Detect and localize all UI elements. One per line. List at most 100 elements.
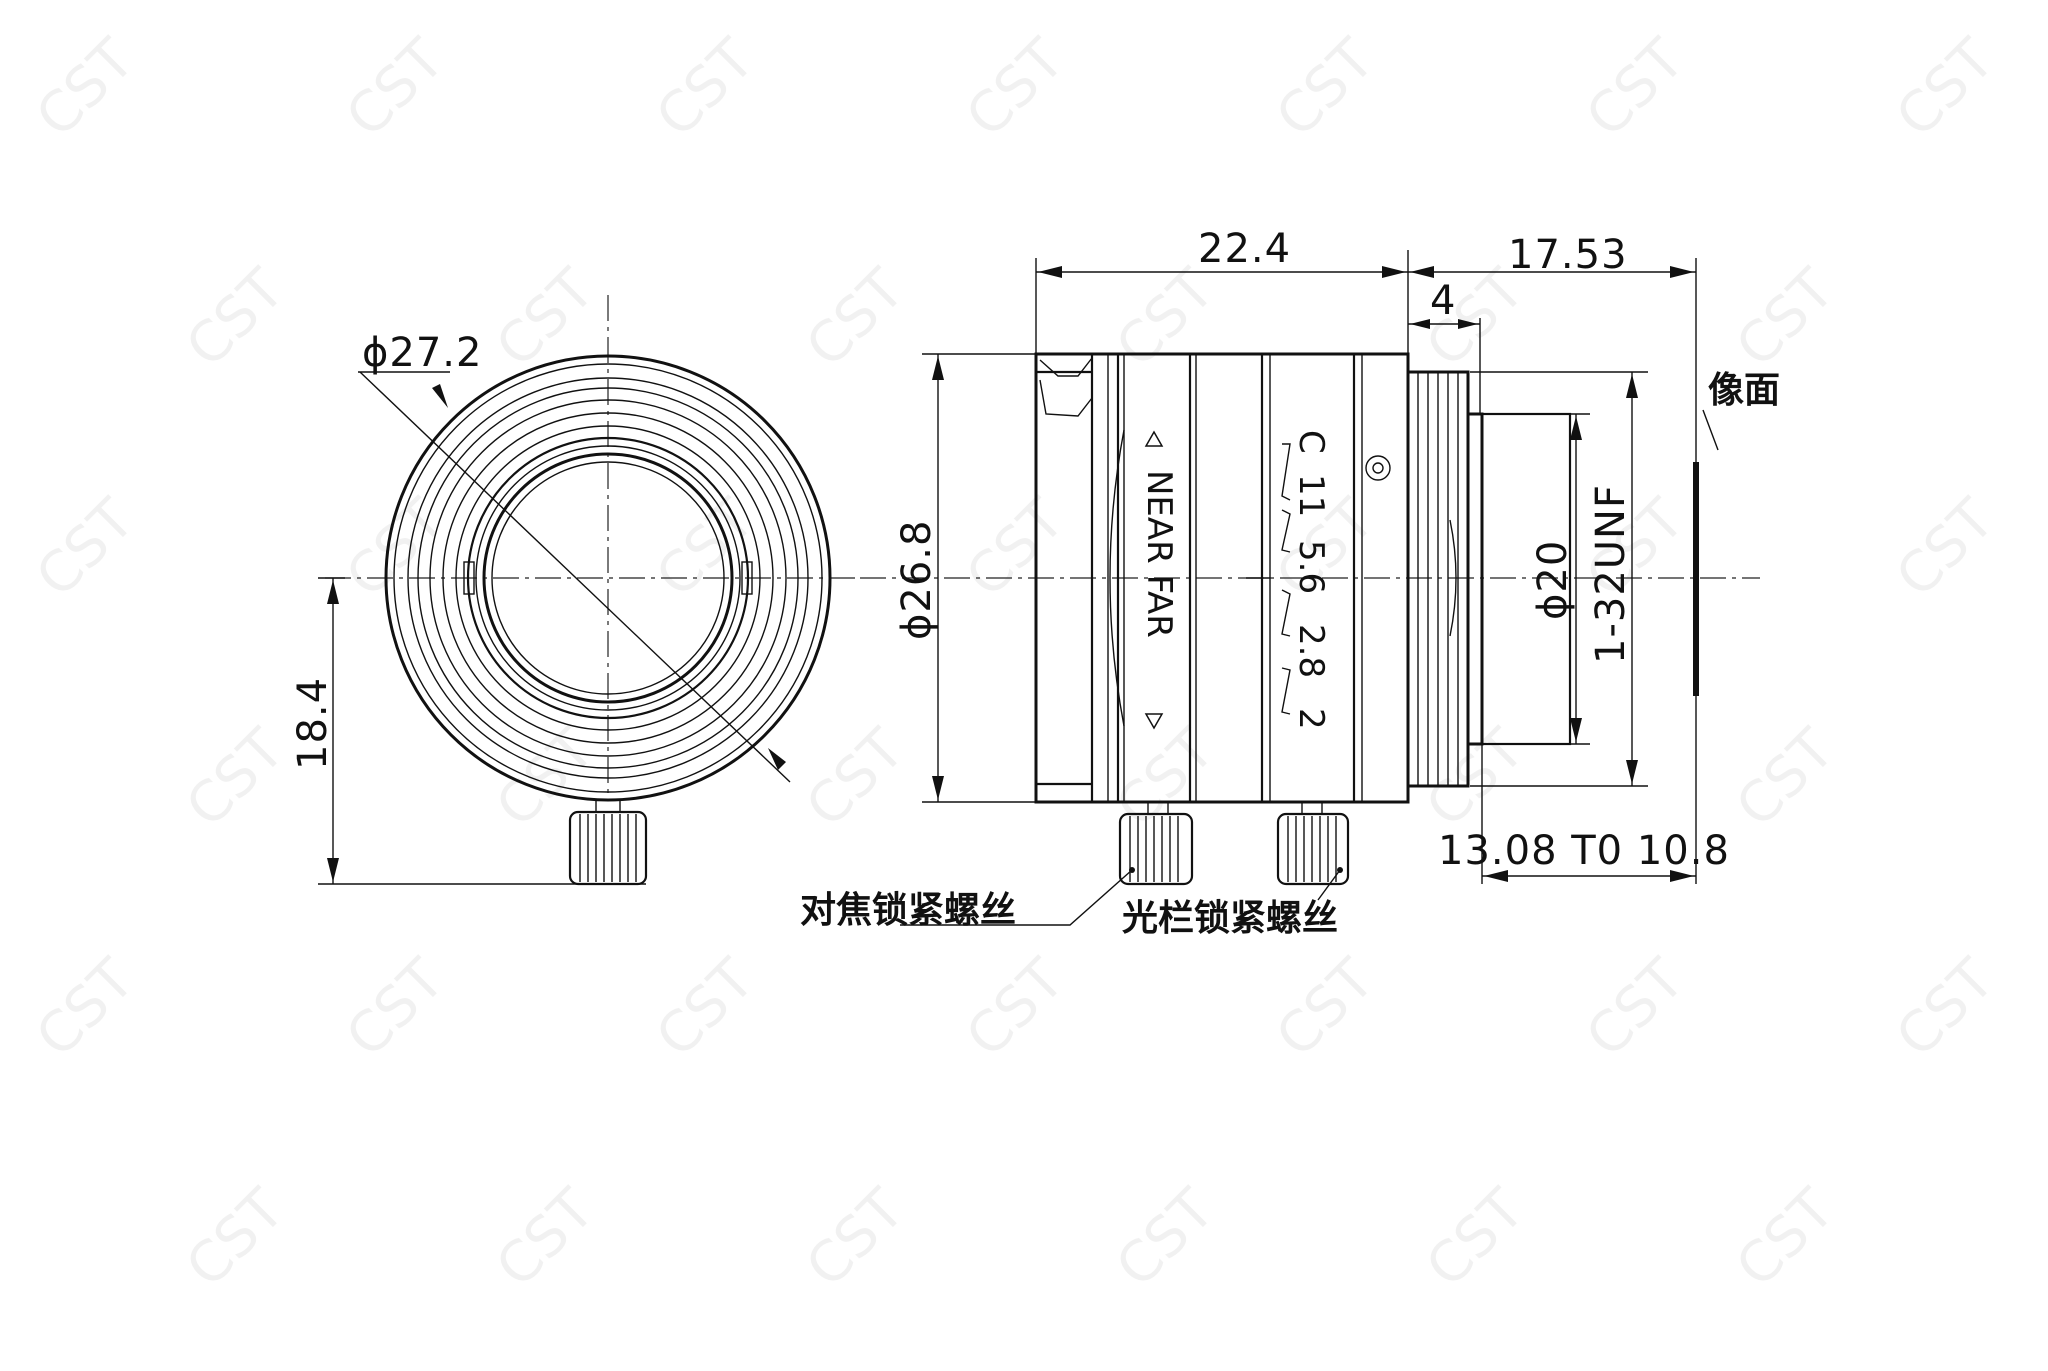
front-height-label: 18.4 [290,677,336,770]
scale-tick [1281,509,1291,553]
arrow-head [327,580,339,604]
arrow-head [1626,760,1638,784]
watermark-text: CST [1574,946,1697,1069]
watermark-text: CST [1574,26,1697,149]
set-screw [1365,455,1391,481]
front-ring [455,425,761,731]
front-slot [741,561,753,595]
watermark-text: CST [954,26,1077,149]
flange-length-label: 17.53 [1508,232,1628,278]
watermark-text: CST [174,1176,297,1299]
watermark-text: CST [1884,946,2007,1069]
focus-ring-text: NEAR FAR [1139,470,1179,638]
mount-diameter-label: ϕ20 [1530,540,1576,620]
arrow-head [1570,416,1582,440]
side-view: 像面 NEAR FAR C 11 5.6 2.8 2 [800,226,1780,939]
watermark-text: CST [644,486,767,609]
leader-dot [1337,867,1343,873]
watermark-text: CST [954,486,1077,609]
arrow-head [1670,870,1694,882]
back-focus-label: 13.08 T0 10.8 [1438,828,1730,874]
front-aperture-ring [482,452,734,704]
front-inner-ring [491,461,725,695]
rear-lens-curve [1449,519,1457,637]
image-plane-label: 像面 [1708,370,1780,411]
front-ring [393,363,823,793]
front-bevel [1039,357,1093,377]
watermark-text: CST [334,946,457,1069]
far-arrow [1144,713,1164,730]
aperture-mark-11: 11 [1291,474,1331,517]
watermark-text: CST [1264,26,1387,149]
arrow-head [1626,374,1638,398]
front-ring [407,377,809,779]
front-slot [463,561,475,595]
watermark-text: CST [794,1176,917,1299]
watermark-text: CST [644,26,767,149]
body-diameter-label: ϕ26.8 [894,520,940,640]
rear-barrel [1466,412,1484,746]
front-bevel [1039,379,1093,417]
watermark-text: CST [334,26,457,149]
focus-lock-screw [1118,801,1194,886]
front-ring [442,412,774,744]
front-ring [417,387,799,769]
aperture-mark-5-6: 5.6 [1291,540,1331,594]
scale-tick [1281,589,1291,637]
watermark-text: CST [1414,716,1537,839]
leader-dot [1129,867,1135,873]
watermark-text: CST [24,26,147,149]
watermark-text: CST [644,946,767,1069]
watermark-text: CST [1264,946,1387,1069]
thread-spec-label: 1-32UNF [1588,484,1634,664]
watermark-text: CST [24,946,147,1069]
arrow-head [1382,266,1406,278]
aperture-mark-c: C [1291,430,1331,454]
watermark-text: CST [484,716,607,839]
watermark-text: CST [2034,1176,2048,1299]
arrow-head [1410,319,1430,329]
arrow-head [768,748,786,770]
watermark-text: CST [24,486,147,609]
front-diameter-label: ϕ27.2 [362,330,482,376]
arrow-head [1570,718,1582,742]
watermark-text: CST [484,256,607,379]
front-ring [466,436,750,720]
front-diameter-leader [359,371,791,783]
arrow-head [932,776,944,800]
arrow-head [1410,266,1434,278]
front-ring [429,399,787,757]
arrow-head [1484,870,1508,882]
arrow-head [1458,319,1478,329]
focus-lock-label: 对焦锁紧螺丝 [800,890,1016,931]
watermark-text: CST [1724,1176,1847,1299]
aperture-mark-2-8: 2.8 [1291,624,1331,678]
watermark-text: CST [1104,716,1227,839]
arrow-head [932,356,944,380]
front-lock-screw [568,799,648,886]
watermark-text: CST [794,256,917,379]
iris-lock-screw [1276,801,1350,886]
arrow-head [1670,266,1694,278]
iris-lock-leader [1317,869,1341,901]
image-plane-leader [1702,409,1719,451]
near-arrow [1144,430,1164,447]
watermark-text: CST [174,256,297,379]
aperture-mark-2: 2 [1291,708,1331,730]
watermark-text: CST [1104,1176,1227,1299]
watermark-text: CST [2034,716,2048,839]
arrow-head [327,858,339,882]
scale-tick [1281,443,1291,501]
arrow-head [432,384,448,408]
watermark-text: CST [2034,256,2048,379]
watermark-text: CST [794,716,917,839]
scale-tick [1281,667,1291,715]
watermark-text: CST [1414,1176,1537,1299]
watermark-text: CST [1724,716,1847,839]
watermark-text: CST [174,716,297,839]
watermark-text: CST [1104,256,1227,379]
watermark-text: CST [484,1176,607,1299]
focus-lock-leader [900,869,1133,926]
